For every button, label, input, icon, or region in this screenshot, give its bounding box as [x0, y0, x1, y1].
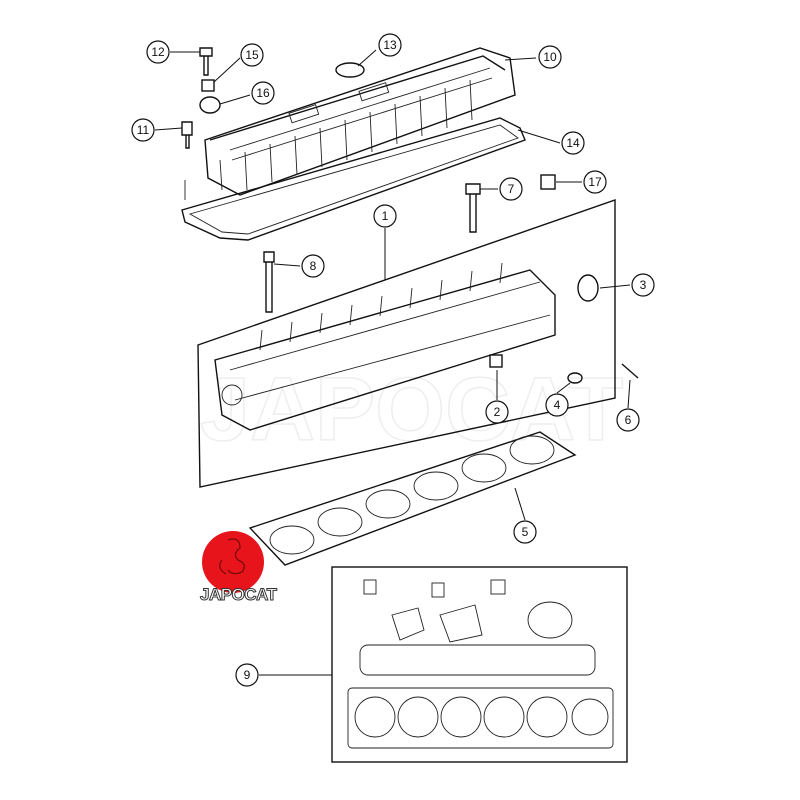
- stud-8: [263, 251, 275, 313]
- gasket-kit: [347, 579, 614, 749]
- part-17: [540, 174, 556, 190]
- callout-9[interactable]: 9: [235, 663, 259, 687]
- svg-text:6: 6: [625, 413, 632, 427]
- svg-text:13: 13: [383, 38, 397, 52]
- svg-text:12: 12: [151, 45, 165, 59]
- oil-filler-cap: [335, 62, 365, 78]
- bolt-7: [465, 183, 481, 233]
- svg-text:10: 10: [543, 50, 557, 64]
- svg-text:9: 9: [244, 668, 251, 682]
- part-2: [489, 354, 503, 368]
- valve-cover: [204, 47, 516, 196]
- callout-11[interactable]: 11: [131, 118, 155, 142]
- callout-7[interactable]: 7: [499, 177, 523, 201]
- svg-text:1: 1: [382, 209, 389, 223]
- svg-text:11: 11: [137, 123, 150, 137]
- leader-lines: [154, 49, 631, 676]
- callout-6[interactable]: 6: [616, 408, 640, 432]
- grommet-16: [199, 96, 221, 114]
- callout-14[interactable]: 14: [561, 131, 585, 155]
- callout-1[interactable]: 1: [373, 204, 397, 228]
- callout-15[interactable]: 15: [240, 43, 264, 67]
- head-gasket: [248, 431, 577, 566]
- svg-text:15: 15: [245, 48, 259, 62]
- gasket-kit-frame: [331, 566, 628, 763]
- svg-text:14: 14: [566, 136, 580, 150]
- part-15: [201, 79, 215, 92]
- plug-3: [577, 274, 599, 302]
- callout-16[interactable]: 16: [251, 81, 275, 105]
- callout-17[interactable]: 17: [583, 170, 607, 194]
- pin-6: [621, 363, 639, 379]
- logo-emblem-icon: [219, 538, 245, 575]
- logo-red-sun: [202, 531, 264, 593]
- callout-3[interactable]: 3: [631, 273, 655, 297]
- valve-cover-gasket: [181, 117, 526, 241]
- svg-text:4: 4: [554, 398, 561, 412]
- svg-text:16: 16: [256, 86, 270, 100]
- svg-text:3: 3: [640, 278, 647, 292]
- logo-text: JAPOCAT: [200, 585, 278, 604]
- callout-5[interactable]: 5: [513, 520, 537, 544]
- japocat-logo: JAPOCAT: [200, 531, 279, 605]
- svg-text:17: 17: [588, 175, 602, 189]
- callout-13[interactable]: 13: [378, 33, 402, 57]
- part-11: [181, 121, 193, 149]
- callout-10[interactable]: 10: [538, 45, 562, 69]
- callout-12[interactable]: 12: [146, 40, 170, 64]
- cylinder-head: [214, 262, 556, 431]
- callout-4[interactable]: 4: [545, 393, 569, 417]
- bolt-12: [199, 47, 213, 76]
- svg-text:2: 2: [494, 405, 501, 419]
- svg-text:8: 8: [310, 259, 317, 273]
- svg-text:7: 7: [508, 182, 515, 196]
- callout-2[interactable]: 2: [485, 400, 509, 424]
- cylinder-head-frame: [197, 199, 616, 488]
- svg-text:5: 5: [522, 525, 529, 539]
- callout-8[interactable]: 8: [301, 254, 325, 278]
- part-4: [567, 372, 583, 384]
